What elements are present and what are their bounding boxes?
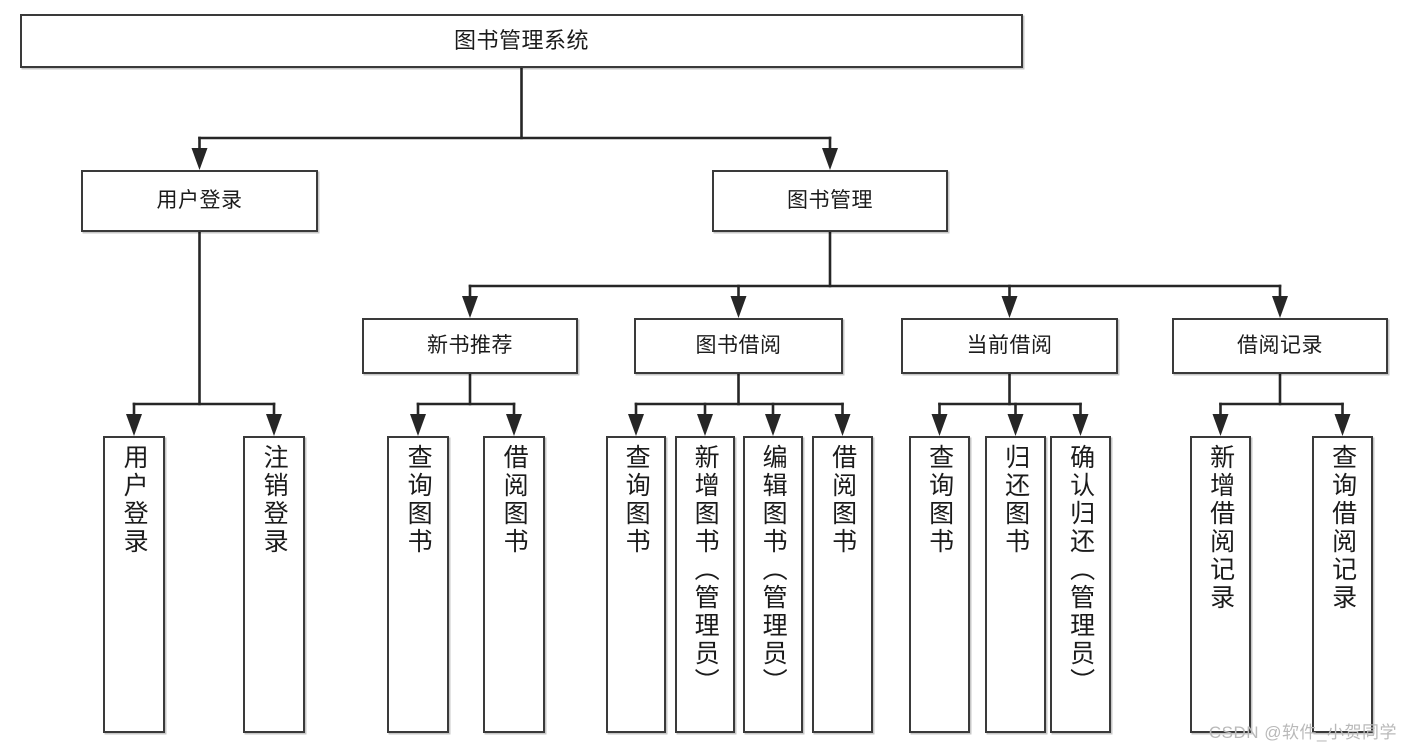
node-label: 用户登录 xyxy=(156,189,243,213)
node-label: 当前借阅 xyxy=(966,334,1053,358)
node-label: 查询图书 xyxy=(622,444,651,556)
node-records[interactable]: 借阅记录 xyxy=(1172,318,1388,374)
node-label: 编辑图书（管理员） xyxy=(759,444,788,696)
node-l-q2[interactable]: 查询图书 xyxy=(606,436,666,733)
node-l-edit[interactable]: 编辑图书（管理员） xyxy=(743,436,803,733)
node-label: 借阅记录 xyxy=(1237,334,1323,358)
node-label: 查询图书 xyxy=(925,444,954,556)
node-label: 图书借阅 xyxy=(695,334,782,358)
node-current[interactable]: 当前借阅 xyxy=(901,318,1118,374)
node-label: 查询图书 xyxy=(404,444,433,556)
watermark-label: CSDN @软件_小贺同学 xyxy=(1208,723,1397,742)
node-l-confirm[interactable]: 确认归还（管理员） xyxy=(1050,436,1111,733)
node-label: 用户登录 xyxy=(120,444,149,556)
node-newrec[interactable]: 新书推荐 xyxy=(362,318,578,374)
node-label: 查询借阅记录 xyxy=(1328,444,1357,612)
node-l-addrec[interactable]: 新增借阅记录 xyxy=(1190,436,1251,733)
node-l-b2[interactable]: 借阅图书 xyxy=(812,436,873,733)
node-l-q1[interactable]: 查询图书 xyxy=(387,436,449,733)
node-l-b1[interactable]: 借阅图书 xyxy=(483,436,545,733)
node-l-qrec[interactable]: 查询借阅记录 xyxy=(1312,436,1373,733)
node-l-add[interactable]: 新增图书（管理员） xyxy=(675,436,735,733)
node-l-userlogin[interactable]: 用户登录 xyxy=(103,436,165,733)
node-label: 归还图书 xyxy=(1001,444,1030,556)
node-root[interactable]: 图书管理系统 xyxy=(20,14,1023,68)
node-label: 新增借阅记录 xyxy=(1206,444,1235,612)
node-l-logout[interactable]: 注销登录 xyxy=(243,436,305,733)
node-bookmgmt[interactable]: 图书管理 xyxy=(712,170,948,232)
node-label: 确认归还（管理员） xyxy=(1066,444,1095,696)
node-l-return[interactable]: 归还图书 xyxy=(985,436,1046,733)
node-label: 借阅图书 xyxy=(500,444,529,556)
node-label: 新增图书（管理员） xyxy=(691,444,720,696)
node-borrow[interactable]: 图书借阅 xyxy=(634,318,843,374)
node-label: 注销登录 xyxy=(260,444,289,556)
node-label: 借阅图书 xyxy=(828,444,857,556)
node-label: 图书管理系统 xyxy=(453,27,589,53)
node-label: 图书管理 xyxy=(787,189,873,213)
node-label: 新书推荐 xyxy=(427,334,513,358)
node-l-q3[interactable]: 查询图书 xyxy=(909,436,970,733)
node-login[interactable]: 用户登录 xyxy=(81,170,318,232)
